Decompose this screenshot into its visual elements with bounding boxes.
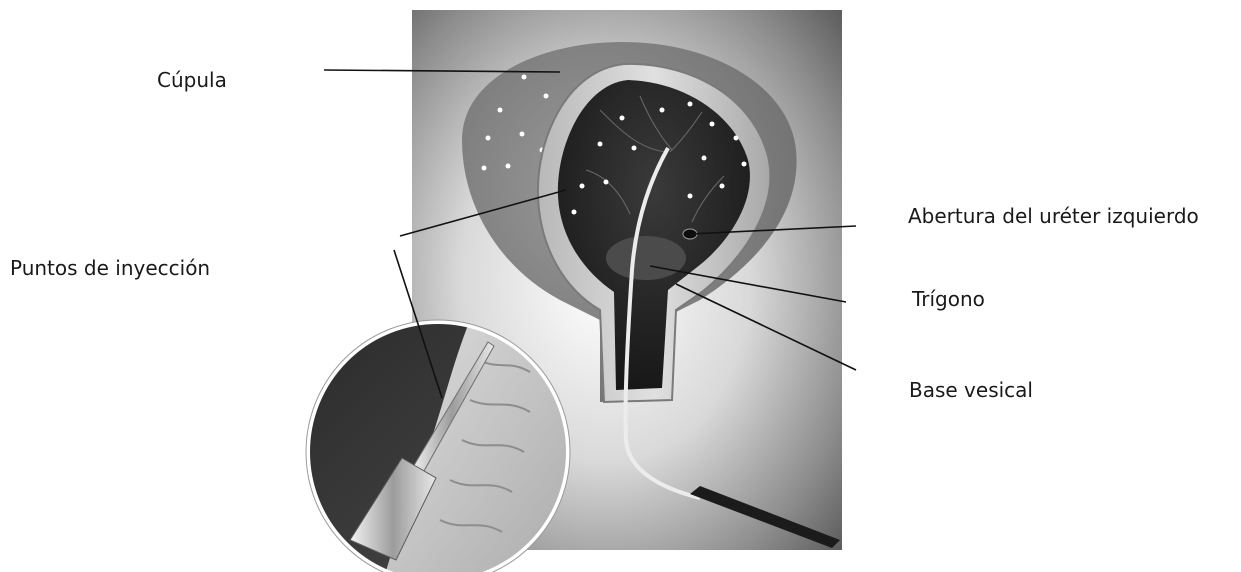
label-abertura-ureter: Abertura del uréter izquierdo <box>908 204 1199 228</box>
label-puntos-de-inyeccion: Puntos de inyección <box>10 256 210 280</box>
label-base-vesical: Base vesical <box>909 378 1033 402</box>
label-trigono: Trígono <box>912 287 985 311</box>
trigone-area <box>606 236 686 280</box>
label-cupula: Cúpula <box>157 68 227 92</box>
